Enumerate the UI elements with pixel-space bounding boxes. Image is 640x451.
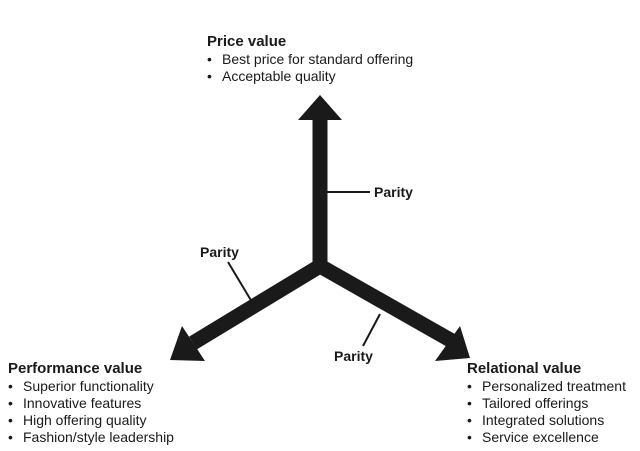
arrow-price [298, 95, 342, 268]
parity-leader-2 [227, 261, 253, 303]
list-item: •Tailored offerings [467, 395, 589, 411]
price-value-list: •Best price for standard offering •Accep… [207, 51, 413, 85]
list-item: •High offering quality [8, 412, 147, 428]
arrow-relational [316, 259, 470, 361]
list-item: •Innovative features [8, 395, 142, 411]
performance-value-list: •Superior functionality •Innovative feat… [8, 378, 174, 446]
relational-value-block: Relational value •Personalized treatment… [467, 360, 626, 446]
price-value-block: Price value •Best price for standard off… [207, 33, 413, 85]
performance-value-title: Performance value [8, 360, 143, 377]
list-item: •Superior functionality [8, 378, 154, 394]
list-item: •Personalized treatment [467, 378, 626, 394]
arrow-performance [170, 259, 324, 361]
parity-label-relational-axis: Parity [334, 348, 373, 364]
performance-value-block: Performance value •Superior functionalit… [8, 360, 174, 446]
list-item: •Service excellence [467, 429, 599, 445]
list-item: •Fashion/style leadership [8, 429, 174, 445]
relational-value-list: •Personalized treatment •Tailored offeri… [467, 378, 626, 446]
relational-value-title: Relational value [467, 360, 582, 377]
price-value-title: Price value [207, 33, 287, 50]
parity-label-performance-axis: Parity [200, 244, 239, 260]
parity-label-price-axis: Parity [374, 184, 413, 200]
list-item: •Best price for standard offering [207, 51, 414, 67]
list-item: •Acceptable quality [207, 68, 336, 84]
list-item: •Integrated solutions [467, 412, 605, 428]
parity-leader-3 [362, 313, 381, 347]
